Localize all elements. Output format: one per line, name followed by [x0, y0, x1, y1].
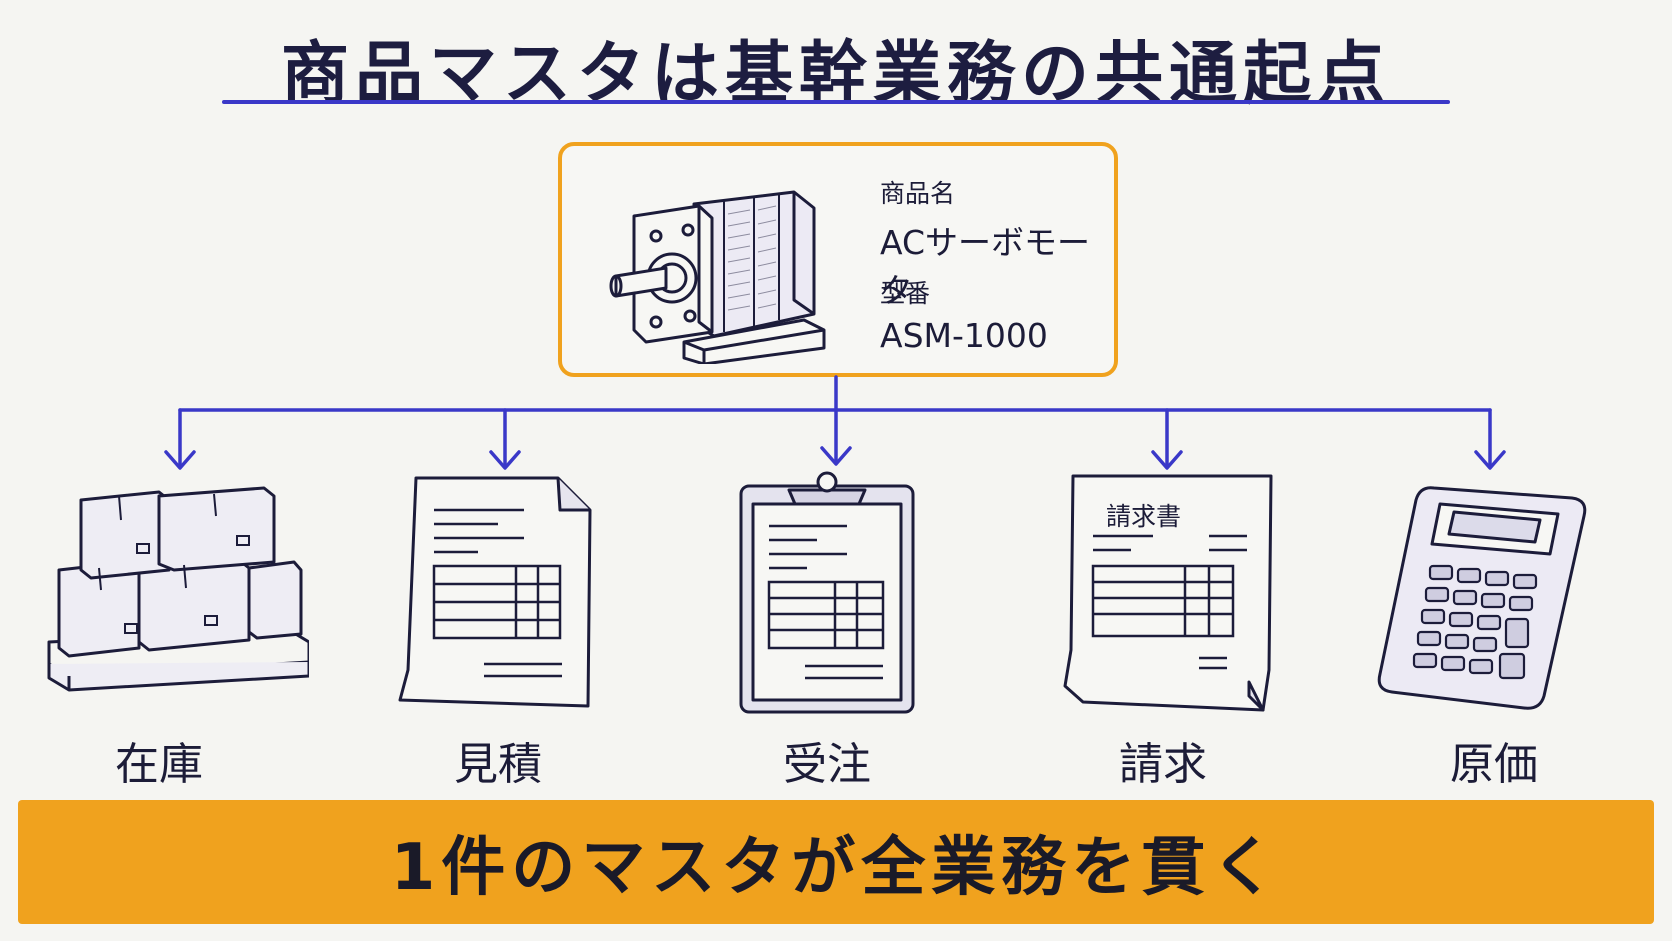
product-name-label: 商品名	[880, 179, 956, 208]
pallet-boxes-icon	[47, 486, 309, 692]
model-number-label: 型番	[880, 279, 931, 308]
module-label-invoice: 請求	[1119, 739, 1207, 790]
calculator-icon	[1377, 486, 1587, 710]
servo-motor-icon	[609, 190, 826, 364]
title-underline	[222, 100, 1450, 104]
summary-banner: 1件のマスタが全業務を貫く	[18, 800, 1654, 924]
module-label-order: 受注	[783, 739, 871, 790]
product-master-card: 商品名 ACサーボモータ 型番 ASM-1000	[558, 142, 1118, 377]
module-inventory: 在庫	[9, 470, 309, 800]
module-label-quotation: 見積	[454, 739, 542, 790]
invoice-document-title: 請求書	[1106, 502, 1182, 531]
module-label-cost: 原価	[1450, 739, 1538, 790]
summary-banner-text: 1件のマスタが全業務を貫く	[390, 831, 1282, 905]
module-order: 受注	[677, 470, 977, 800]
module-cost: 原価	[1344, 470, 1644, 800]
quote-document-icon	[398, 476, 592, 708]
module-invoice: 請求書 請求	[1013, 470, 1313, 800]
invoice-document-icon	[1063, 474, 1273, 712]
module-quotation: 見積	[348, 470, 648, 800]
product-name-value: ACサーボモータ	[880, 223, 1091, 310]
model-number-value: ASM-1000	[880, 316, 1048, 355]
module-label-inventory: 在庫	[115, 739, 203, 790]
clipboard-order-icon	[739, 471, 915, 714]
